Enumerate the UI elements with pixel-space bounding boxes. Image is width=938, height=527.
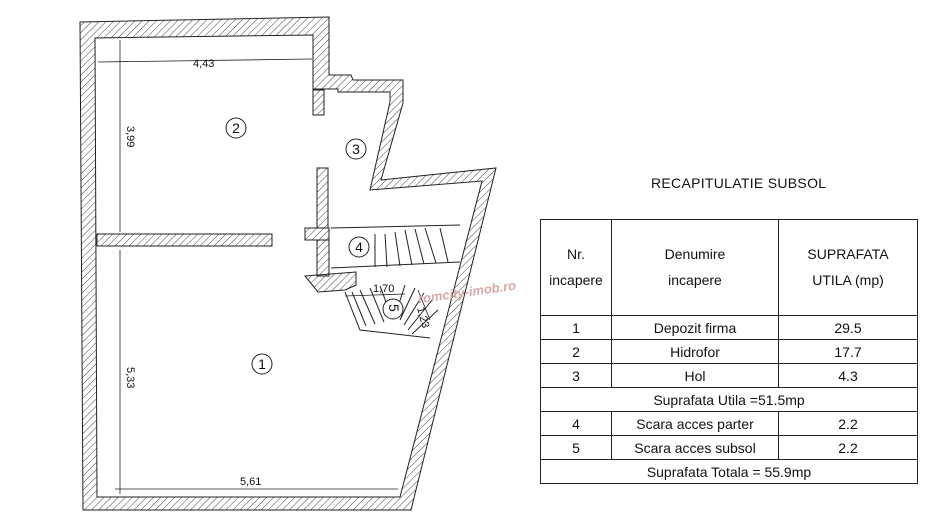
stair-lower-wall [304,271,357,293]
room-marker-2: 2 [225,117,247,139]
cell-name: Hol [611,363,779,388]
total-cell: Suprafata Totala = 55.9mp [540,459,918,484]
recap-table: Nr. incapere Denumire incapere SUPRAFATA… [540,219,918,484]
cell-area: 2.2 [778,435,918,460]
stair-wall-side [316,239,330,277]
dim-left-upper: 3,99 [124,126,136,147]
cell-name: Scara acces subsol [611,435,779,460]
table-row: 1 Depozit firma 29.5 [540,315,918,340]
cell-name: Hidrofor [611,339,779,364]
cell-nr: 1 [540,315,612,340]
dimension-lines [97,40,431,494]
dim-top-width: 4,43 [193,58,214,70]
svg-text:4: 4 [355,239,363,255]
table-row: 2 Hidrofor 17.7 [540,339,918,364]
table-header-row: Nr. incapere Denumire incapere SUPRAFATA… [540,219,918,316]
cell-nr: 3 [540,363,612,388]
table-row: 4 Scara acces parter 2.2 [540,411,918,436]
header-nr: Nr. incapere [540,219,612,316]
cell-area: 2.2 [778,411,918,436]
cell-area: 4.3 [778,363,918,388]
cell-area: 29.5 [778,315,918,340]
floor-plan: 4,43 3,99 5,33 5,61 1,70 1,23 2 3 4 5 1 … [79,16,517,511]
room-marker-3: 3 [345,138,367,160]
outer-wall [79,16,497,511]
svg-text:3: 3 [352,141,360,157]
header-area: SUPRAFATA UTILA (mp) [778,219,918,316]
subtotal-row: Suprafata Utila =51.5mp [540,387,918,412]
recap-title: RECAPITULATIE SUBSOL [651,175,827,191]
dim-stair-width: 1,70 [373,283,394,295]
table-row: 5 Scara acces subsol 2.2 [540,435,918,460]
svg-text:5: 5 [386,304,402,312]
room-marker-5: 5 [382,298,404,320]
partition-wall [96,233,273,247]
dim-stair-depth: 1,23 [414,306,431,330]
cell-nr: 5 [540,435,612,460]
dim-bottom-width: 5,61 [240,476,261,488]
stair-wall [304,227,330,241]
svg-text:2: 2 [232,120,240,136]
cell-area: 17.7 [778,339,918,364]
table-row: 3 Hol 4.3 [540,363,918,388]
cell-name: Scara acces parter [611,411,779,436]
stair-4 [330,224,461,269]
dim-left-lower: 5,33 [124,367,136,388]
room-marker-4: 4 [348,236,370,258]
cell-nr: 2 [540,339,612,364]
total-row: Suprafata Totala = 55.9mp [540,459,918,484]
svg-text:1: 1 [258,356,266,372]
room-marker-1: 1 [251,353,273,375]
subtotal-cell: Suprafata Utila =51.5mp [540,387,918,412]
hall-wall [316,167,329,229]
pillar [312,89,325,116]
header-name: Denumire incapere [611,219,779,316]
cell-nr: 4 [540,411,612,436]
cell-name: Depozit firma [611,315,779,340]
